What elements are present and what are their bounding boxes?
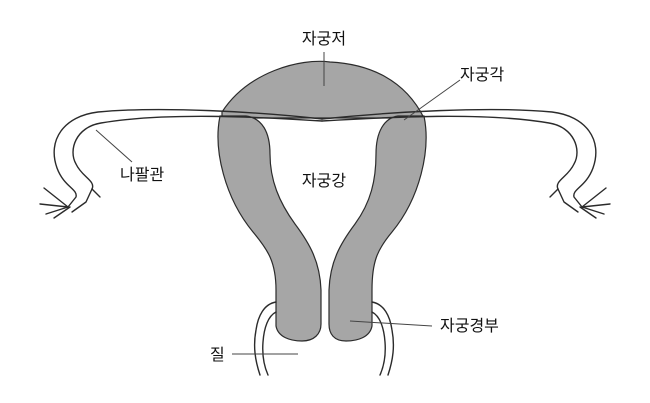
- cornu-label: 자궁각: [460, 65, 504, 84]
- cornu-leader-line: [403, 79, 461, 121]
- left-fimbriae: [39, 187, 101, 219]
- cervix-label: 자궁경부: [440, 316, 499, 335]
- fallopian-tube-leader-line: [95, 129, 133, 163]
- left-vaginal-wall: [253, 301, 277, 376]
- left-uterine-wall: [217, 115, 322, 342]
- right-vaginal-wall: [371, 301, 395, 376]
- right-fallopian-tube: [321, 108, 597, 208]
- vagina-label: 질: [210, 345, 225, 364]
- uterine-cavity-label: 자궁강: [302, 171, 346, 190]
- fallopian-tube-label: 나팔관: [120, 165, 164, 184]
- fundus-shape: [221, 60, 425, 119]
- fundus-label: 자궁저: [302, 29, 346, 48]
- cervix-leader-line: [349, 320, 433, 327]
- left-fallopian-tube: [53, 108, 323, 208]
- right-uterine-wall: [328, 115, 427, 342]
- right-fimbriae: [549, 187, 611, 219]
